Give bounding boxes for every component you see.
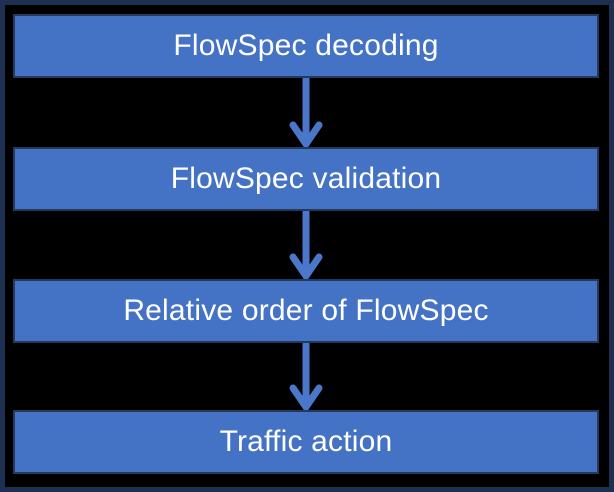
flow-node-flowspec-validation: FlowSpec validation <box>13 147 599 211</box>
flow-node-label: FlowSpec decoding <box>173 29 439 62</box>
flow-arrow-down-icon <box>286 78 326 147</box>
flow-arrow-down-icon <box>286 343 326 410</box>
flow-arrow-down-icon <box>286 211 326 279</box>
flow-node-label: Relative order of FlowSpec <box>123 294 489 327</box>
flow-node-flowspec-decoding: FlowSpec decoding <box>13 14 599 78</box>
flow-node-label: Traffic action <box>219 425 393 458</box>
flow-node-relative-order: Relative order of FlowSpec <box>13 279 599 343</box>
flow-node-traffic-action: Traffic action <box>13 410 599 474</box>
flow-node-label: FlowSpec validation <box>170 162 442 195</box>
